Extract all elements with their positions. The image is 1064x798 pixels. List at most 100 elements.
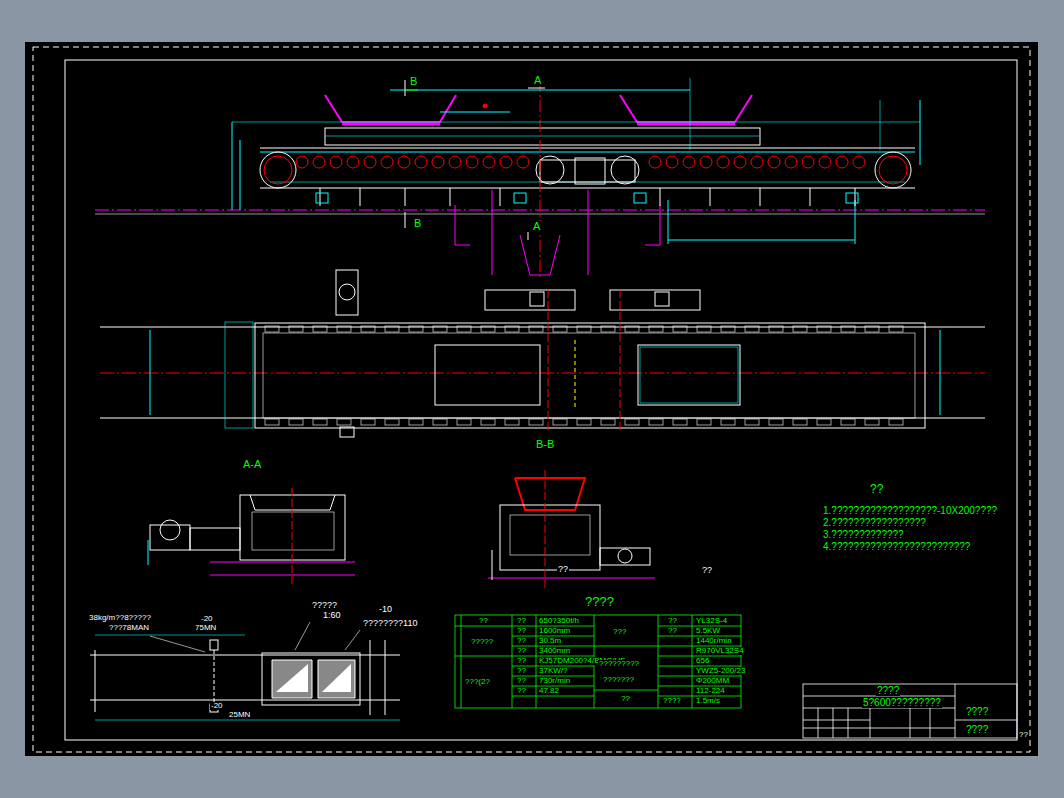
cross-member <box>265 326 279 332</box>
drawing-label: -20 <box>200 615 214 623</box>
cross-member <box>457 326 471 332</box>
idler-roller <box>330 156 342 168</box>
cross-member <box>553 326 567 332</box>
drawing-label: ?? <box>620 695 631 703</box>
cross-member <box>313 326 327 332</box>
drawing-label: 1:60 <box>322 611 342 620</box>
wheel <box>514 193 526 203</box>
idler-roller <box>449 156 461 168</box>
drawing-label: ?? <box>557 565 569 574</box>
drawing-label: ???? <box>662 697 682 705</box>
drawing-label: ?? <box>516 627 527 635</box>
drawing-label: A <box>533 75 542 86</box>
drawing-label: 1.???????????????????-10X200???? <box>822 506 998 516</box>
drawing-label: 5.5KW <box>695 627 721 635</box>
drawing-label: Φ200MM <box>695 677 730 685</box>
drawing-label: ?? <box>516 667 527 675</box>
sheet <box>25 42 1038 756</box>
cross-member <box>697 419 711 425</box>
cross-member <box>433 326 447 332</box>
cross-member <box>865 419 879 425</box>
drawing-label: ?? <box>701 566 713 575</box>
outer-frame <box>33 47 1030 752</box>
idler-roller <box>819 156 831 168</box>
idler-roller <box>381 156 393 168</box>
support-leg <box>360 188 361 206</box>
section-a-a <box>148 488 355 585</box>
drawing-label: YWZ5-200/23 <box>695 667 746 675</box>
support-leg <box>710 188 711 206</box>
drawing-label: ?? <box>869 483 884 495</box>
cross-member <box>385 326 399 332</box>
cross-member <box>505 419 519 425</box>
cross-member <box>265 419 279 425</box>
drawing-label: ?? <box>667 617 678 625</box>
chute-detail <box>90 622 400 720</box>
drawing-label: -20 <box>210 702 224 710</box>
wheel <box>846 193 858 203</box>
drawing-label: 112-224 <box>695 687 726 695</box>
drawing-label: ?? <box>516 647 527 655</box>
idler-roller <box>313 156 325 168</box>
support-leg <box>660 188 661 206</box>
cross-member <box>865 326 879 332</box>
cross-members <box>265 326 903 425</box>
support-leg <box>500 188 501 206</box>
cross-member <box>553 419 567 425</box>
cross-member <box>793 419 807 425</box>
cross-member <box>577 326 591 332</box>
idler-rollers <box>296 156 865 168</box>
drawing-label: 75MN <box>194 624 217 632</box>
drawing-label: ???? <box>584 595 615 608</box>
drawing-label: ??? <box>612 628 627 636</box>
idler-roller <box>466 156 478 168</box>
wheel <box>634 193 646 203</box>
drawing-label: 1440r/min <box>695 637 733 645</box>
drawing-label: R970VL32S4 <box>695 647 745 655</box>
cross-member <box>337 419 351 425</box>
drawing-label: 37KW/? <box>538 667 568 675</box>
elevation-view <box>95 78 985 280</box>
idler-roller <box>296 156 308 168</box>
parameter-table <box>455 615 741 708</box>
cross-member <box>529 326 543 332</box>
support-leg <box>405 188 406 206</box>
drawing-label: 730r/min <box>538 677 571 685</box>
cross-member <box>721 326 735 332</box>
drawing-label: ???? <box>965 725 989 735</box>
idler-roller <box>836 156 848 168</box>
cross-member <box>385 419 399 425</box>
cross-member <box>577 419 591 425</box>
cross-member <box>289 419 303 425</box>
drawing-label: 2.????????????????? <box>822 518 927 528</box>
cross-member <box>529 419 543 425</box>
drawing-label: 47.82 <box>538 687 560 695</box>
cross-member <box>313 419 327 425</box>
drawing-label: ?? <box>516 637 527 645</box>
drawing-label: ????? <box>311 601 338 610</box>
drawing-label: A-A <box>242 459 262 470</box>
drawing-label: B <box>409 76 418 87</box>
drawing-label: ?? <box>516 617 527 625</box>
drawing-label: ???78MAN <box>108 624 150 632</box>
drawing-label: ???(2? <box>464 678 491 686</box>
drawing-label: 1.5m/s <box>695 697 721 705</box>
support-leg <box>810 188 811 206</box>
drawing-label: 25MN <box>228 711 251 719</box>
drawing-label: ???? <box>876 686 900 696</box>
idler-roller <box>802 156 814 168</box>
cross-member <box>769 419 783 425</box>
idler-roller <box>785 156 797 168</box>
wheel <box>316 193 328 203</box>
drawing-label: 3.????????????? <box>822 530 905 540</box>
cross-member <box>841 326 855 332</box>
idler-roller <box>768 156 780 168</box>
cross-member <box>889 419 903 425</box>
title-block <box>803 684 1017 738</box>
cross-member <box>433 419 447 425</box>
cross-member <box>769 326 783 332</box>
cross-member <box>793 326 807 332</box>
idler-roller <box>649 156 661 168</box>
support-legs <box>316 188 858 206</box>
